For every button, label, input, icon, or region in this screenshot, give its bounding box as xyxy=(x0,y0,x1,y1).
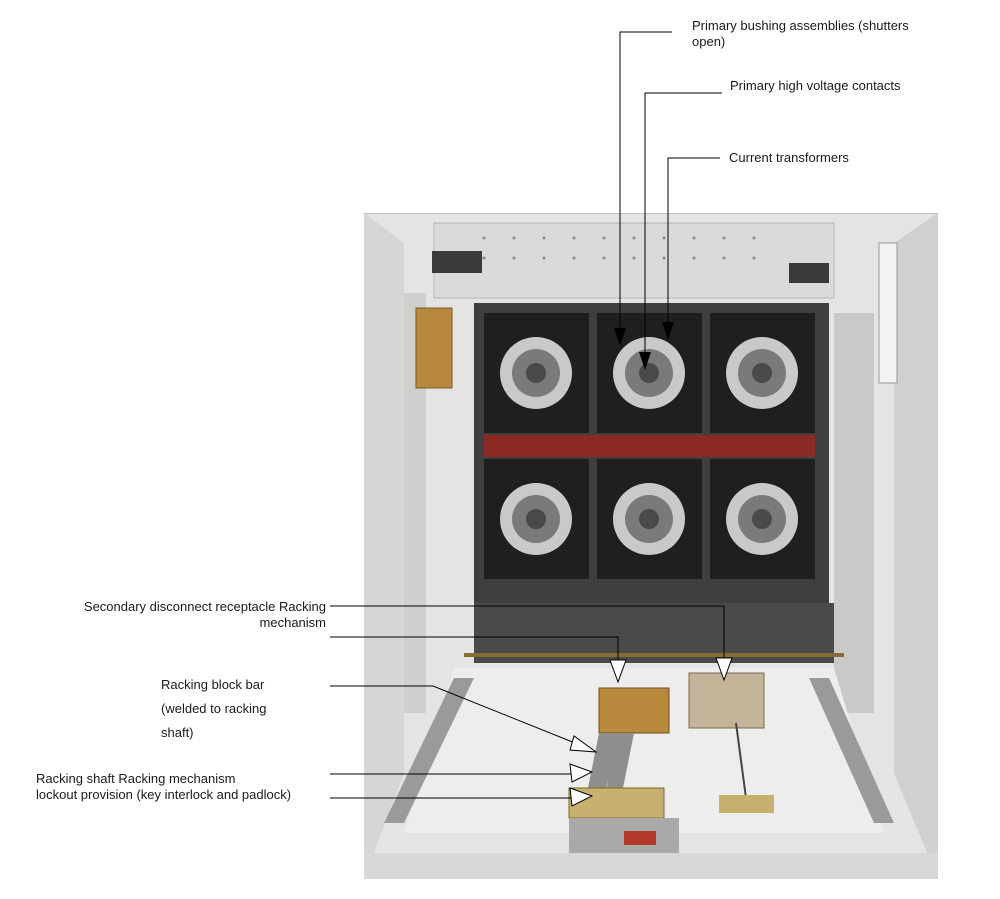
bushing-row-bottom xyxy=(484,459,815,579)
label-racking-block-bar: Racking block bar (welded to racking sha… xyxy=(161,673,267,745)
label-hv-contacts: Primary high voltage contacts xyxy=(730,78,901,93)
label-shaft-line2: lockout provision (key interlock and pad… xyxy=(36,787,292,802)
label-bushing-line2: open) xyxy=(692,34,726,49)
label-secondary-disconnect: Secondary disconnect receptacle Racking … xyxy=(50,599,326,631)
label-racking-shaft: Racking shaft Racking mechanism lockout … xyxy=(36,771,291,803)
label-secondary-line1: Secondary disconnect receptacle Racking xyxy=(83,599,326,614)
label-bushing-assemblies: Primary bushing assemblies (shutters ope… xyxy=(692,18,909,50)
label-bushing-line1: Primary bushing assemblies (shutters xyxy=(692,18,909,33)
bushing-row-top xyxy=(484,313,815,433)
label-block-bar-line3: shaft) xyxy=(161,725,194,740)
label-current-transformers: Current transformers xyxy=(729,150,849,165)
label-secondary-line2: mechanism xyxy=(259,615,326,630)
label-block-bar-line1: Racking block bar xyxy=(161,677,265,692)
label-block-bar-line2: (welded to racking xyxy=(161,701,267,716)
switchgear-cabinet-photo xyxy=(364,213,938,879)
label-shaft-line1: Racking shaft Racking mechanism xyxy=(36,771,236,786)
